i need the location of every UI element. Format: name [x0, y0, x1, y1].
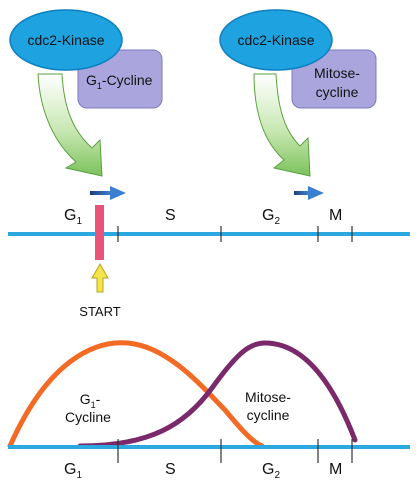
mitose-cycline-box — [291, 49, 377, 109]
mitose-cycline-label-line2: cycline — [316, 84, 359, 100]
cdc2-kinase-left-label: cdc2-Kinase — [27, 32, 104, 48]
cdc2-kinase-right — [219, 9, 333, 71]
start-arrow — [91, 262, 109, 293]
start-checkpoint-bar — [95, 205, 104, 260]
mitose-cycline-label-line1: Mitose- — [314, 65, 360, 81]
g1-cycline-curve — [7, 340, 265, 449]
green-curved-arrow-left — [37, 73, 103, 177]
curve-mitose-label-line2: cycline — [247, 407, 290, 423]
bottom-phase-m: M — [329, 461, 342, 478]
start-label: START — [79, 304, 120, 319]
top-phase-m: M — [329, 207, 342, 224]
top-phase-g2: G2 — [262, 207, 280, 227]
bottom-phase-s: S — [165, 461, 176, 478]
top-phase-s: S — [165, 207, 176, 224]
top-phase-ticks — [117, 226, 353, 242]
mitose-cycline-curve — [77, 340, 358, 449]
top-phase-g1: G1 — [64, 207, 82, 227]
bottom-phase-g1: G1 — [64, 461, 82, 481]
bottom-phase-g2: G2 — [262, 461, 280, 481]
green-curved-arrow-right — [253, 73, 311, 177]
curve-mitose-label-line1: Mitose- — [245, 389, 291, 405]
curve-g1-label-line2: Cycline — [65, 409, 111, 425]
direction-arrow-right — [294, 186, 324, 200]
g1-cycline-label: G1-Cycline — [86, 72, 153, 91]
cdc2-kinase-right-label: cdc2-Kinase — [237, 32, 314, 48]
cdc2-kinase-left — [9, 9, 123, 71]
bottom-phase-ticks — [117, 439, 353, 463]
direction-arrow-left — [90, 186, 126, 200]
curve-g1-label-line1: G1- — [80, 391, 101, 410]
